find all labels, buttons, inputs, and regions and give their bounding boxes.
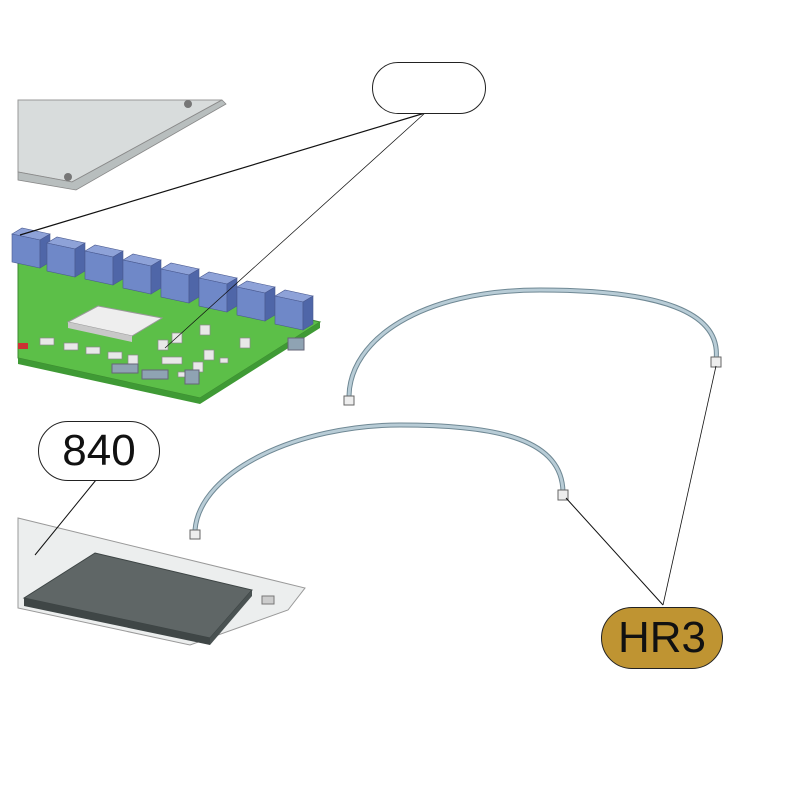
relay-block <box>84 244 124 286</box>
relay-block <box>122 253 162 295</box>
relay-block <box>160 262 200 304</box>
relay-block <box>198 271 238 313</box>
leader-lines <box>19 112 717 606</box>
relay-block <box>11 227 51 269</box>
circuit-board <box>11 227 322 404</box>
relay-block <box>274 289 314 331</box>
callout-hr3: HR3 <box>601 607 723 669</box>
callout-840: 840 <box>38 421 160 481</box>
bottom-plate <box>17 517 306 646</box>
relay-block <box>236 280 276 322</box>
cable-hr3-lower <box>189 422 569 540</box>
relay-block <box>46 236 86 278</box>
top-cover-plate <box>17 99 227 191</box>
cable-hr3-upper <box>343 287 722 406</box>
callout-top <box>372 62 486 114</box>
